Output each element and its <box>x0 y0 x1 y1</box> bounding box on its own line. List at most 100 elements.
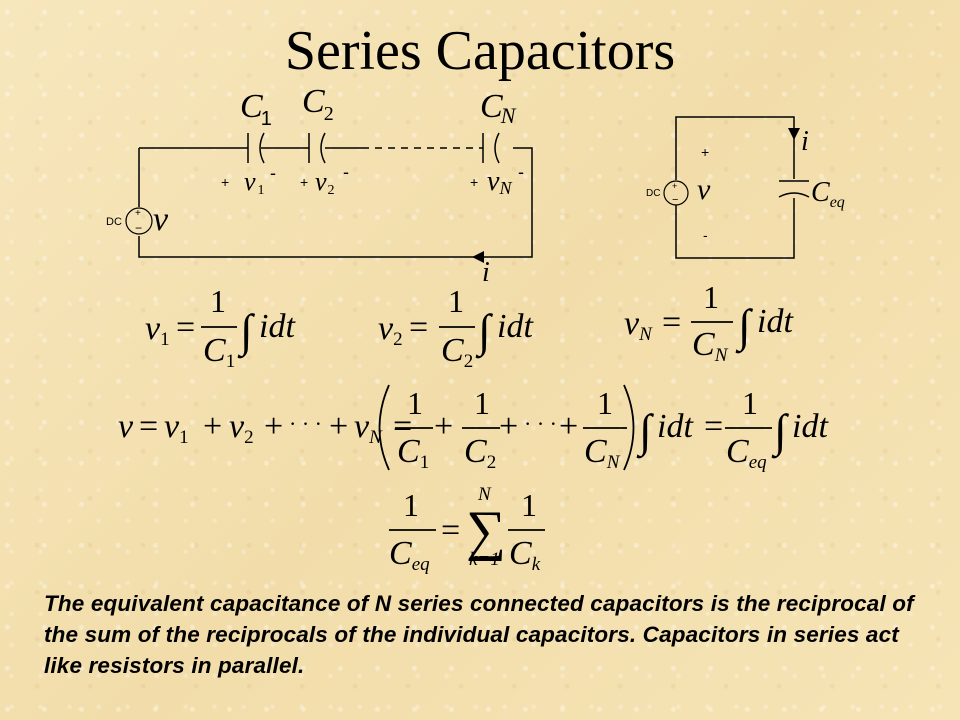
svg-text:=: = <box>409 309 428 346</box>
svg-text:1: 1 <box>474 385 490 421</box>
svg-text:v1: v1 <box>164 408 189 448</box>
capacitor-c1-symbol <box>247 132 265 164</box>
ceq-letter: C <box>811 177 830 208</box>
svg-text:C2: C2 <box>441 332 473 372</box>
svg-text:CN: CN <box>584 433 621 473</box>
svg-text:idt: idt <box>259 308 296 345</box>
v1-letter: v <box>244 167 256 196</box>
source2-minus: − <box>672 194 678 206</box>
equation-v2: v2 = 1 C2 ∫ idt <box>378 283 534 372</box>
v2-sub: 2 <box>328 183 335 198</box>
voltage-source-symbol <box>663 180 689 206</box>
svg-text:+: + <box>559 408 578 445</box>
svg-text:v: v <box>118 408 134 445</box>
svg-text:1: 1 <box>597 385 613 421</box>
svg-text:1: 1 <box>521 487 537 523</box>
svg-text:∫: ∫ <box>771 405 789 459</box>
ceq-voltage-label: v <box>697 173 711 206</box>
svg-text:C2: C2 <box>302 83 334 125</box>
svg-text:C1: C1 <box>203 332 235 372</box>
equation-v1: v1 = 1 C1 ∫ idt <box>145 283 296 372</box>
svg-text:C1: C1 <box>240 88 272 130</box>
svg-text:=: = <box>441 512 460 549</box>
ceq-plus: + <box>701 144 709 160</box>
source1-minus: − <box>135 221 142 235</box>
source2-dc-label: DC <box>646 188 660 199</box>
svg-text:N: N <box>477 484 492 505</box>
circuit2-labels: + − DC + v - i Ceq <box>646 126 845 243</box>
capacitor-cn-symbol <box>482 132 500 164</box>
svg-text:1: 1 <box>742 385 758 421</box>
voltage-source-symbol <box>125 207 153 235</box>
ceq-minus: - <box>703 227 708 243</box>
svg-text:C1: C1 <box>397 433 429 473</box>
svg-text:vN: vN <box>624 305 653 345</box>
equation-sum: v = v1 + v2 + · · · + vN = 1 C1 + 1 C2 +… <box>118 384 829 473</box>
equivalent-circuit-diagram <box>663 116 810 259</box>
vn-minus: - <box>518 162 524 182</box>
svg-text:idt: idt <box>657 408 694 445</box>
svg-text:+: + <box>499 408 518 445</box>
ceq-sub: eq <box>830 194 845 211</box>
v2-plus: + <box>300 174 308 190</box>
cn-letter: C <box>480 88 503 125</box>
v1-minus: - <box>270 163 276 183</box>
svg-text:v2: v2 <box>315 167 335 198</box>
svg-text:+: + <box>434 408 453 445</box>
v2-letter: v <box>315 167 327 196</box>
svg-text:· · ·: · · · <box>289 411 322 436</box>
v2-minus: - <box>343 162 349 182</box>
v1-plus: + <box>221 174 229 190</box>
source1-dc-label: DC <box>106 216 122 228</box>
source1-plus: + <box>135 208 141 219</box>
slide-title: Series Capacitors <box>284 20 676 82</box>
svg-text:1: 1 <box>703 279 719 315</box>
source2-plus: + <box>672 181 677 191</box>
svg-text:+: + <box>264 408 283 445</box>
svg-text:Ck: Ck <box>509 535 541 575</box>
svg-text:idt: idt <box>757 303 794 340</box>
svg-text:∫: ∫ <box>636 405 654 459</box>
circuit2-wire <box>675 116 795 259</box>
svg-text:v2: v2 <box>229 408 254 448</box>
svg-text:=: = <box>176 309 195 346</box>
svg-text:+: + <box>203 408 222 445</box>
c1-sub: 1 <box>261 108 272 130</box>
svg-text:v1: v1 <box>145 310 170 350</box>
svg-text:Ceq: Ceq <box>726 433 767 473</box>
svg-text:k=1: k=1 <box>469 549 500 570</box>
svg-text:∫: ∫ <box>237 305 255 359</box>
svg-text:CN: CN <box>692 326 729 366</box>
c1-letter: C <box>240 88 263 125</box>
svg-text:=: = <box>662 304 681 341</box>
svg-text:=: = <box>393 408 412 445</box>
current-arrow-icon <box>472 251 484 263</box>
cn-sub: N <box>500 103 517 128</box>
svg-text:CN: CN <box>480 88 517 128</box>
circuit2-current-label: i <box>801 126 809 157</box>
circuit1-current-label: i <box>482 257 490 288</box>
v1-sub: 1 <box>258 183 265 198</box>
svg-text:Ceq: Ceq <box>811 177 845 211</box>
svg-text:1: 1 <box>448 283 464 319</box>
series-circuit-diagram <box>125 132 533 263</box>
svg-text:v1: v1 <box>244 167 265 198</box>
svg-text:· · ·: · · · <box>524 411 557 436</box>
vn-letter: v <box>487 166 500 197</box>
c2-sub: 2 <box>324 103 334 125</box>
svg-text:=: = <box>139 408 158 445</box>
svg-text:∑: ∑ <box>466 500 506 562</box>
svg-text:C2: C2 <box>464 433 496 473</box>
equation-vn: vN = 1 CN ∫ idt <box>624 279 794 366</box>
equation-ceq: 1 Ceq = N ∑ k=1 1 Ck <box>389 484 545 575</box>
svg-text:∫: ∫ <box>475 305 493 359</box>
summary-caption: The equivalent capacitance of N series c… <box>44 591 914 678</box>
svg-text:vN: vN <box>487 166 512 198</box>
svg-text:v2: v2 <box>378 310 403 350</box>
svg-text:idt: idt <box>497 308 534 345</box>
vn-sub: N <box>498 178 512 198</box>
svg-text:∫: ∫ <box>735 300 753 354</box>
svg-text:+: + <box>329 408 348 445</box>
source1-voltage-label: v <box>153 201 169 238</box>
